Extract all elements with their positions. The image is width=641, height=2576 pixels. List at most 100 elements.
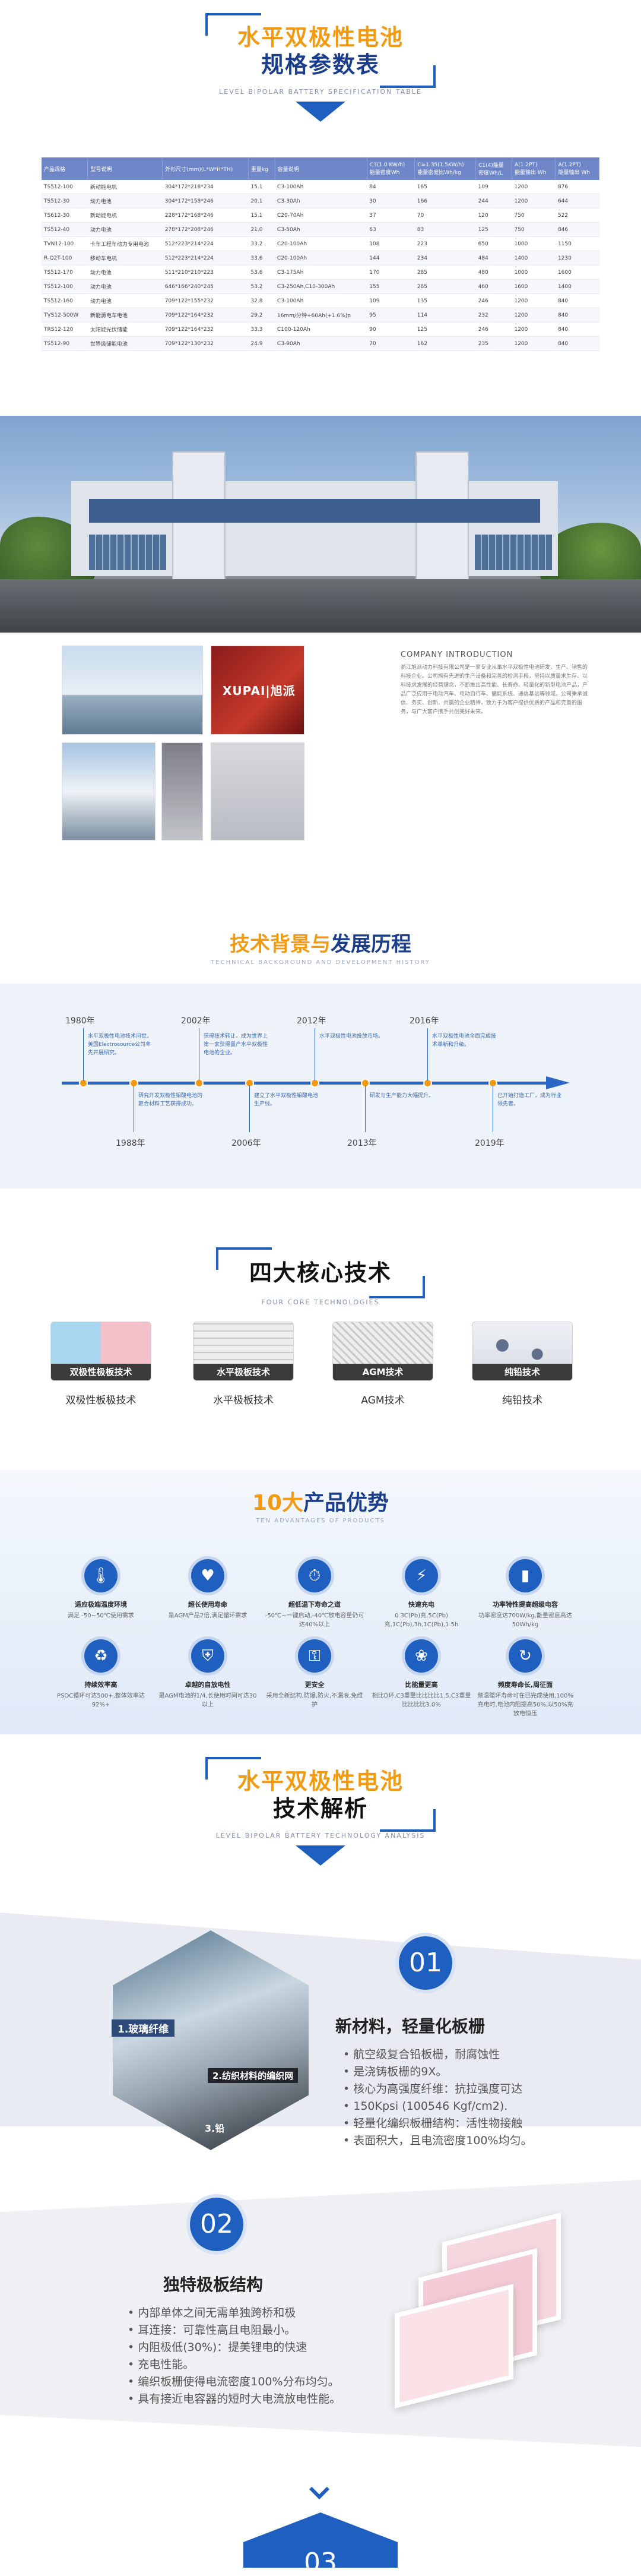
table-cell: 512*223*214*224: [162, 236, 249, 251]
feature-line: • 航空级复合铅板栅，耐腐蚀性: [343, 2046, 604, 2063]
feature-line-text: 具有接近电容器的短时大电流放电性能。: [138, 2392, 341, 2406]
spec-header-cell: C1(4)能量 密度Wh/L: [475, 157, 512, 180]
core-tech-label: AGM技术: [333, 1364, 433, 1380]
table-cell: 29.2: [248, 308, 275, 323]
advantage-item: 🌡适应极端温度环境满足 -50~50℃使用需求: [50, 1559, 151, 1620]
advantage-heading: 卓越的自放电性: [185, 1681, 231, 1689]
spec-title-frame: 水平双极性电池 规格参数表: [205, 13, 436, 88]
table-cell: 709*122*164*232: [162, 322, 249, 337]
table-cell: 1150: [555, 236, 599, 251]
table-cell: C3-175Ah: [275, 265, 367, 280]
table-cell: 108: [367, 236, 415, 251]
feature-line-text: 编织板栅使得电流密度100%分布均匀。: [138, 2375, 339, 2388]
advantage-heading: 超低温下寿命之道: [288, 1601, 341, 1608]
advantage-heading: 超长使用寿命: [188, 1601, 227, 1608]
advantage-item: ❀ 比能量更高相比D环,C3重量比比比比1.5,C3重量比比比比3.0%: [371, 1639, 472, 1709]
table-cell: 278*172*208*246: [162, 222, 249, 237]
spec-header-cell: A(1.2PT) 能量输出 Wh: [512, 157, 556, 180]
advantage-heading: 功率特性提高超级电容: [493, 1601, 558, 1608]
timeline-event: 水平双极性电池全面完成技术革新和升级。: [432, 1033, 497, 1048]
core-tech-item: 双极性极板技术双极性板极技术: [50, 1322, 151, 1406]
triangle-down-icon: [296, 1845, 345, 1866]
feature-line-text: 核心为高强度纤维：抗拉强度可达: [353, 2082, 523, 2095]
bullet-icon: •: [128, 2306, 138, 2319]
core-tech-label: 纯铅技术: [472, 1364, 572, 1380]
table-cell: 1200: [512, 336, 556, 351]
timeline-stem: [365, 1086, 366, 1132]
table-cell: 太阳能光伏储能: [87, 322, 163, 337]
table-cell: 840: [555, 336, 599, 351]
table-cell: TVN12-100: [42, 236, 88, 251]
table-cell: 20.1: [248, 194, 275, 208]
advantage-heading: 适应极端温度环境: [75, 1601, 127, 1608]
adv-title-en: TEN ADVANTAGES OF PRODUCTS: [256, 1518, 385, 1524]
table-cell: C3-50Ah: [275, 222, 367, 237]
feature1-number: 01: [399, 1936, 452, 1990]
advantage-desc: 频温循环寿命可在已完成使用,100%充电时,电池内阻提高50%,以50%充放电恒…: [477, 1693, 573, 1717]
table-cell: 114: [414, 308, 476, 323]
bullet-icon: •: [128, 2324, 138, 2337]
table-cell: 1230: [555, 251, 599, 265]
table-cell: 460: [475, 279, 512, 294]
table-cell: 15.1: [248, 208, 275, 223]
table-cell: 1400: [555, 279, 599, 294]
advantage-heading: 频度寿命长,周征面: [497, 1681, 553, 1689]
advantage-item: ⛨卓越的自放电性是AGM电池的1/4,长使用时间可达30以上: [157, 1639, 258, 1709]
table-cell: 1000: [512, 236, 556, 251]
core-tech-item: 水平极板技术水平极板技术: [193, 1322, 294, 1406]
table-cell: 24.9: [248, 336, 275, 351]
table-cell: 37: [367, 208, 415, 223]
table-cell: 53.2: [248, 279, 275, 294]
spec-header-cell: 产品规格: [42, 157, 88, 180]
table-cell: 750: [512, 222, 556, 237]
timeline: 1980年水平双极性电池技术问世，美国Electrosource公司率先开展研究…: [0, 984, 641, 1189]
table-cell: 1600: [512, 279, 556, 294]
core-tech-image: 纯铅技术: [472, 1322, 573, 1381]
history-title-b: 发展历程: [331, 933, 411, 956]
timeline-line: [62, 1082, 548, 1085]
leaf-icon: ❀: [405, 1639, 438, 1673]
table-cell: TRS12-120: [42, 322, 88, 337]
table-cell: 304*172*218*234: [162, 180, 249, 194]
advantage-desc: 是AGM产品2倍,满足循环需求: [168, 1613, 247, 1619]
table-cell: 1200: [512, 293, 556, 308]
advantage-desc: 相比D环,C3重量比比比比1.5,C3重量比比比比3.0%: [372, 1693, 471, 1708]
table-cell: 246: [475, 293, 512, 308]
bullet-icon: •: [343, 2082, 354, 2095]
timeline-year: 2012年: [297, 1016, 326, 1026]
spec-header-cell: 外形尺寸(mm)(L*W*H*TH): [162, 157, 249, 180]
core-tech-label: 双极性极板技术: [51, 1364, 151, 1380]
bullet-icon: •: [128, 2358, 138, 2371]
history-title-a: 技术背景与: [230, 933, 331, 956]
table-cell: 484: [475, 251, 512, 265]
bullet-icon: •: [343, 2048, 354, 2061]
core-tech-name: AGM技术: [361, 1395, 405, 1406]
table-cell: 90: [367, 322, 415, 337]
feature-line-text: 是浇铸板栅的9X。: [353, 2065, 448, 2078]
table-cell: 新动能电机: [87, 208, 163, 223]
table-cell: 动力电池: [87, 194, 163, 208]
ana-title-block: 水平双极性电池 技术解析 LEVEL BIPOLAR BATTERY TECHN…: [0, 1734, 641, 1866]
photo-building: [62, 742, 156, 840]
table-cell: 卡车工程车动力专用电池: [87, 236, 163, 251]
table-cell: 21.0: [248, 222, 275, 237]
core-tech-label: 水平极板技术: [193, 1364, 293, 1380]
table-cell: 30: [367, 194, 415, 208]
advantage-item: ⏱超低温下寿命之道-50℃~一键启动,-40℃放电容量仍可达40%以上: [264, 1559, 365, 1629]
ana-title-frame: 水平双极性电池 技术解析: [205, 1757, 436, 1832]
table-cell: 1200: [512, 180, 556, 194]
timeline-stem: [427, 1028, 428, 1080]
feature-line: • 150Kpsi (100546 Kgf/cm2).: [343, 2098, 604, 2115]
table-cell: 644: [555, 194, 599, 208]
advantage-heading: 比能量更高: [405, 1681, 438, 1689]
timeline-event: 水平双极性电池技术问世，美国Electrosource公司率先开展研究。: [88, 1033, 153, 1056]
spec-header-cell: 重量kg: [248, 157, 275, 180]
spec-header-cell: C=1.35(1.5KW/h) 能量密度比Wh/kg: [414, 157, 477, 180]
battery-icon: ▮: [509, 1559, 542, 1592]
feature-line-text: 航空级复合铅板栅，耐腐蚀性: [353, 2048, 500, 2061]
